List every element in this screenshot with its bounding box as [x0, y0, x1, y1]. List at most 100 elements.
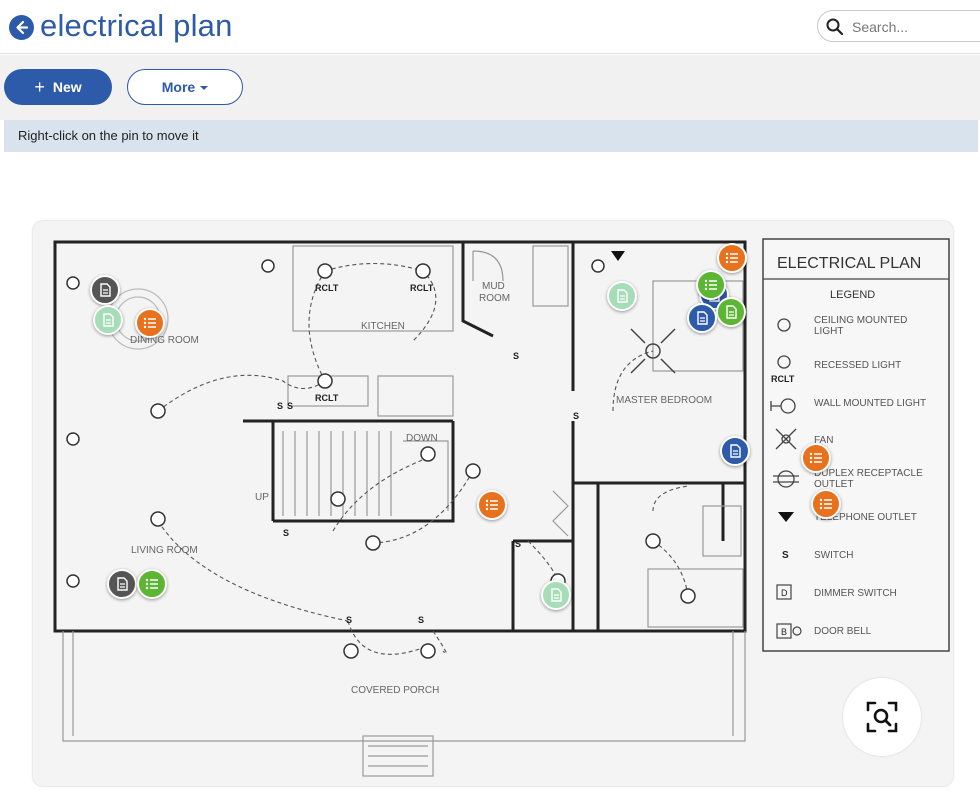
room-label-mud: MUD — [482, 281, 505, 292]
legend-label-3: FAN — [814, 435, 833, 446]
zoom-search-icon — [866, 701, 898, 733]
new-button[interactable]: + New — [4, 69, 112, 105]
wiring — [157, 263, 689, 655]
legend-telephone-icon — [778, 512, 794, 522]
rclt-tag-2: RCLT — [410, 283, 434, 293]
legend-switch-symbol: S — [782, 550, 789, 561]
new-button-label: New — [52, 79, 82, 95]
legend-dimmer-symbol: D — [781, 588, 788, 598]
legend-label-4a: DUPLEX RECEPTACLE — [814, 468, 923, 479]
telephone-outlet-mark — [611, 251, 625, 261]
legend-wall-light-stem — [770, 401, 781, 411]
document-icon — [726, 305, 737, 319]
legend-recessed-light-icon — [777, 355, 791, 369]
stair-label-down: DOWN — [406, 433, 438, 444]
stair-label-up: UP — [255, 492, 269, 503]
more-button-label: More — [161, 79, 196, 95]
room-label-dining: DINING ROOM — [130, 335, 199, 346]
document-icon — [617, 289, 628, 303]
legend-bell-symbol: B — [781, 627, 787, 637]
legend-duplex-outlet-icon — [777, 470, 795, 488]
document-icon — [100, 283, 111, 297]
legend-box — [762, 238, 950, 652]
pin-checklist[interactable] — [135, 308, 165, 338]
checklist-icon — [143, 317, 156, 329]
pin-checklist[interactable] — [811, 489, 841, 519]
info-message: Right-click on the pin to move it — [4, 120, 978, 152]
legend-entries: CEILING MOUNTED LIGHT RCLT RECESSED LIGH… — [770, 315, 926, 639]
pin-checklist[interactable] — [137, 569, 167, 599]
checklist-icon — [145, 578, 158, 590]
caret-down-icon — [200, 86, 209, 90]
switch-tag-1: S — [277, 401, 283, 411]
pin-document[interactable] — [720, 436, 750, 466]
switch-tag-7: S — [573, 411, 579, 421]
legend-dimmer-icon — [776, 584, 792, 600]
toolbar: + New More — [0, 55, 980, 120]
legend-rclt-tag: RCLT — [771, 374, 795, 384]
legend-fan-blades — [775, 428, 797, 450]
rclt-tag-1: RCLT — [315, 283, 339, 293]
document-icon — [103, 313, 114, 327]
document-icon — [117, 577, 128, 591]
pin-document[interactable] — [687, 303, 717, 333]
legend-label-6: SWITCH — [814, 550, 853, 561]
legend-label-2: WALL MOUNTED LIGHT — [814, 398, 926, 409]
plus-icon: + — [34, 77, 45, 97]
legend-label-0a: CEILING MOUNTED — [814, 315, 907, 326]
legend-title: ELECTRICAL PLAN — [777, 255, 921, 272]
floor-plan-drawing: DINING ROOM KITCHEN MUD ROOM MASTER BEDR… — [53, 238, 950, 777]
room-label-master: MASTER BEDROOM — [616, 395, 712, 406]
switch-tag-2: S — [287, 401, 293, 411]
floor-plan-viewer[interactable]: DINING ROOM KITCHEN MUD ROOM MASTER BEDR… — [33, 221, 953, 786]
checklist-icon — [809, 452, 822, 464]
legend-duplex-lines — [773, 475, 799, 483]
switch-tag-6: S — [513, 351, 519, 361]
app-header: electrical plan — [0, 0, 980, 54]
switch-tag-3: S — [283, 528, 289, 538]
room-label-living: LIVING ROOM — [131, 545, 198, 556]
search-input[interactable] — [852, 17, 980, 37]
room-label-kitchen: KITCHEN — [361, 321, 405, 332]
legend-label-5: TELEPHONE OUTLET — [814, 512, 917, 523]
pin-checklist[interactable] — [717, 243, 747, 273]
pin-checklist[interactable] — [801, 443, 831, 473]
pin-document[interactable] — [93, 305, 123, 335]
pin-document[interactable] — [541, 580, 571, 610]
document-icon — [697, 311, 708, 325]
search-box[interactable] — [817, 10, 980, 42]
rclt-tag-3: RCLT — [315, 393, 339, 403]
fan-fixture — [630, 328, 676, 374]
pin-document[interactable] — [607, 281, 637, 311]
pin-document[interactable] — [90, 275, 120, 305]
more-dropdown-button[interactable]: More — [127, 69, 243, 105]
legend-label-0b: LIGHT — [814, 326, 843, 337]
switch-tag-8: S — [515, 539, 521, 549]
pin-checklist[interactable] — [477, 490, 507, 520]
legend-panel: ELECTRICAL PLAN LEGEND CEILING MOUNTED L… — [762, 238, 950, 652]
room-labels: DINING ROOM KITCHEN MUD ROOM MASTER BEDR… — [130, 281, 712, 696]
legend-label-7: DIMMER SWITCH — [814, 588, 897, 599]
legend-doorbell-button — [792, 626, 802, 636]
pin-document[interactable] — [107, 569, 137, 599]
legend-fan-icon — [781, 434, 791, 444]
legend-wall-light-icon — [780, 398, 796, 414]
pin-document[interactable] — [716, 297, 746, 327]
switch-tag-4: S — [346, 615, 352, 625]
switch-tag-5: S — [418, 615, 424, 625]
room-label-mud-2: ROOM — [479, 293, 510, 304]
pin-checklist[interactable] — [696, 270, 726, 300]
legend-doorbell-icon — [776, 623, 792, 639]
search-icon — [826, 18, 844, 36]
zoom-search-button[interactable] — [843, 678, 921, 756]
back-button[interactable] — [9, 15, 34, 40]
plan-details — [62, 245, 746, 777]
room-label-porch: COVERED PORCH — [351, 685, 439, 696]
legend-label-4b: OUTLET — [814, 479, 853, 490]
document-icon — [551, 588, 562, 602]
plan-walls — [53, 240, 747, 633]
legend-label-8: DOOR BELL — [814, 626, 872, 637]
back-arrow-icon — [16, 20, 29, 35]
legend-label-1: RECESSED LIGHT — [814, 360, 901, 371]
checklist-icon — [819, 498, 832, 510]
